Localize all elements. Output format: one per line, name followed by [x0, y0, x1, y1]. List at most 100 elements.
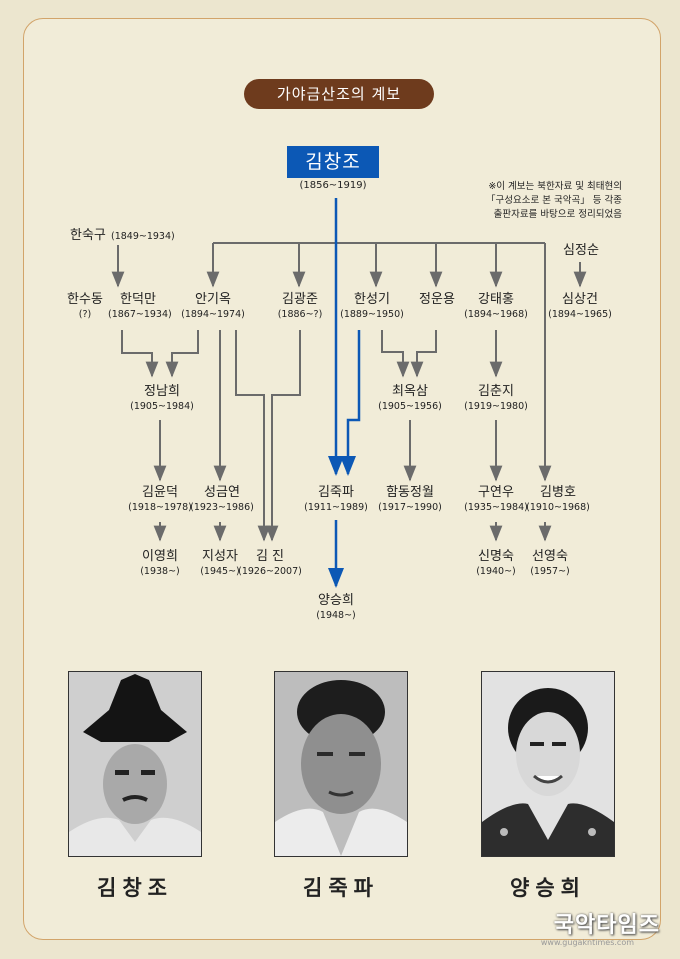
- node-seong-geumyeon: 성금연 (1923~1986): [190, 485, 254, 515]
- node-kim-yundeok: 김윤덕 (1918~1978): [128, 485, 192, 515]
- node-years: (1894~1968): [464, 309, 528, 320]
- node-name: 김춘지: [478, 384, 514, 399]
- node-name: 한수동: [67, 292, 103, 307]
- portrait-image: [275, 672, 407, 856]
- kim-gwangjun-to-kim-jin: [265, 330, 301, 542]
- node-name: 안기옥: [195, 292, 231, 307]
- node-name: 김 진: [255, 549, 285, 564]
- node-name: 심상건: [562, 292, 598, 307]
- node-years: (1849~1934): [110, 231, 175, 242]
- chart-title: 가야금산조의 계보: [244, 79, 434, 109]
- node-jeong-namhui: 정남희 (1905~1984): [130, 384, 194, 414]
- node-years: (1867~1934): [108, 309, 172, 320]
- source-note-line: 출판자료를 바탕으로 정리되었음: [493, 209, 622, 220]
- node-name: 성금연: [204, 485, 240, 500]
- han-seonggi-to-choi-oksam: [381, 330, 410, 378]
- watermark-url: www.gugakntimes.com: [540, 938, 634, 947]
- portrait-caption: 양승희: [510, 876, 586, 900]
- node-years: (1945~): [200, 566, 240, 577]
- node-years: (1905~1956): [378, 401, 442, 412]
- portrait-image: [482, 672, 614, 856]
- node-kim-byeongho: 김병호 (1910~1968): [526, 485, 590, 515]
- node-name: 이영희: [142, 549, 178, 564]
- portrait-kim-jukpa: [275, 672, 407, 856]
- node-years: (1957~): [530, 566, 570, 577]
- node-name: 함동정월: [386, 485, 434, 500]
- root-node-kim-changjo: 김창조: [287, 146, 379, 178]
- an-giok-to-jeong-namhui: [165, 330, 199, 378]
- node-years: (1910~1968): [526, 502, 590, 513]
- node-years: (1935~1984): [464, 502, 528, 513]
- watermark-logo: 국악타임즈: [553, 913, 660, 938]
- node-choi-oksam: 최옥삼 (1905~1956): [378, 384, 442, 414]
- node-name: 김윤덕: [142, 485, 178, 500]
- node-years: (1889~1950): [340, 309, 404, 320]
- node-name: 정운용: [419, 292, 455, 307]
- portrait-yang-seunghui: [482, 672, 614, 856]
- node-name: 심정순: [563, 243, 599, 258]
- node-years: (1905~1984): [130, 401, 194, 412]
- node-han-seonggi: 한성기 (1889~1950): [340, 292, 404, 322]
- node-ji-seongja: 지성자 (1945~): [194, 549, 246, 579]
- node-years: (1911~1989): [304, 502, 368, 513]
- node-kim-jin: 김 진 (1926~2007): [238, 549, 302, 579]
- node-kang-taehong: 강태홍 (1894~1968): [464, 292, 528, 322]
- node-name: 김죽파: [318, 485, 354, 500]
- node-name: 선영숙: [532, 549, 568, 564]
- node-sin-myeongsuk: 신명숙 (1940~): [468, 549, 524, 579]
- portrait-kim-changjo: [69, 672, 201, 856]
- source-note: ※이 계보는 북한자료 및 최태현의 「구성요소로 본 국악곡」 등 각종 출판…: [442, 180, 622, 222]
- portrait-caption: 김죽파: [303, 876, 379, 900]
- node-years: (1938~): [140, 566, 180, 577]
- node-years: (1919~1980): [464, 401, 528, 412]
- node-lee-yeonghui: 이영희 (1938~): [132, 549, 188, 579]
- node-name: 한숙구: [70, 228, 106, 243]
- node-name: 양승희: [318, 593, 354, 608]
- node-sim-sanggeon: 심상건 (1894~1965): [548, 292, 612, 322]
- source-note-line: 「구성요소로 본 국악곡」 등 각종: [486, 195, 622, 206]
- source-note-line: ※이 계보는 북한자료 및 최태현의: [488, 181, 622, 192]
- node-name: 김병호: [540, 485, 576, 500]
- node-name: 한성기: [354, 292, 390, 307]
- node-years: (1923~1986): [190, 502, 254, 513]
- node-years: (1948~): [316, 610, 356, 621]
- han-deokman-to-jeong-namhui: [121, 330, 159, 378]
- node-kim-gwangjun: 김광준 (1886~?): [272, 292, 328, 322]
- node-an-giok: 안기옥 (1894~1974): [181, 292, 245, 322]
- node-years: (1926~2007): [238, 566, 302, 577]
- node-kim-chunji: 김춘지 (1919~1980): [464, 384, 528, 414]
- node-years: (1894~1965): [548, 309, 612, 320]
- node-sim-jeongsun: 심정순: [556, 243, 606, 259]
- node-name: 최옥삼: [392, 384, 428, 399]
- an-giok-to-kim-jin: [235, 330, 271, 542]
- node-gu-yeonu: 구연우 (1935~1984): [464, 485, 528, 515]
- node-jeong-unyong: 정운용: [412, 292, 462, 308]
- node-han-sudong: 한수동 (?): [66, 292, 104, 322]
- node-hamdong-jeongwol: 함동정월 (1917~1990): [378, 485, 442, 515]
- node-years: (?): [78, 309, 92, 320]
- portrait-caption: 김창조: [97, 876, 173, 900]
- node-seon-yeongsuk: 선영숙 (1957~): [522, 549, 578, 579]
- node-name: 한덕만: [120, 292, 156, 307]
- jeong-unyong-to-choi-oksam: [410, 330, 437, 378]
- node-years: (1886~?): [277, 309, 323, 320]
- node-name: 지성자: [202, 549, 238, 564]
- node-years: (1940~): [476, 566, 516, 577]
- node-han-sukgu: 한숙구 (1849~1934): [70, 224, 175, 244]
- node-name: 구연우: [478, 485, 514, 500]
- node-yang-seunghui: 양승희 (1948~): [308, 593, 364, 623]
- root-node-years: (1856~1919): [299, 180, 367, 191]
- node-name: 강태홍: [478, 292, 514, 307]
- node-name: 신명숙: [478, 549, 514, 564]
- node-name: 정남희: [144, 384, 180, 399]
- node-years: (1917~1990): [378, 502, 442, 513]
- han-seonggi-to-kim-jukpa-line: [340, 330, 361, 476]
- node-name: 김광준: [282, 292, 318, 307]
- node-kim-jukpa: 김죽파 (1911~1989): [304, 485, 368, 515]
- node-years: (1894~1974): [181, 309, 245, 320]
- portrait-image: [69, 672, 201, 856]
- node-years: (1918~1978): [128, 502, 192, 513]
- node-han-deokman: 한덕만 (1867~1934): [108, 292, 172, 322]
